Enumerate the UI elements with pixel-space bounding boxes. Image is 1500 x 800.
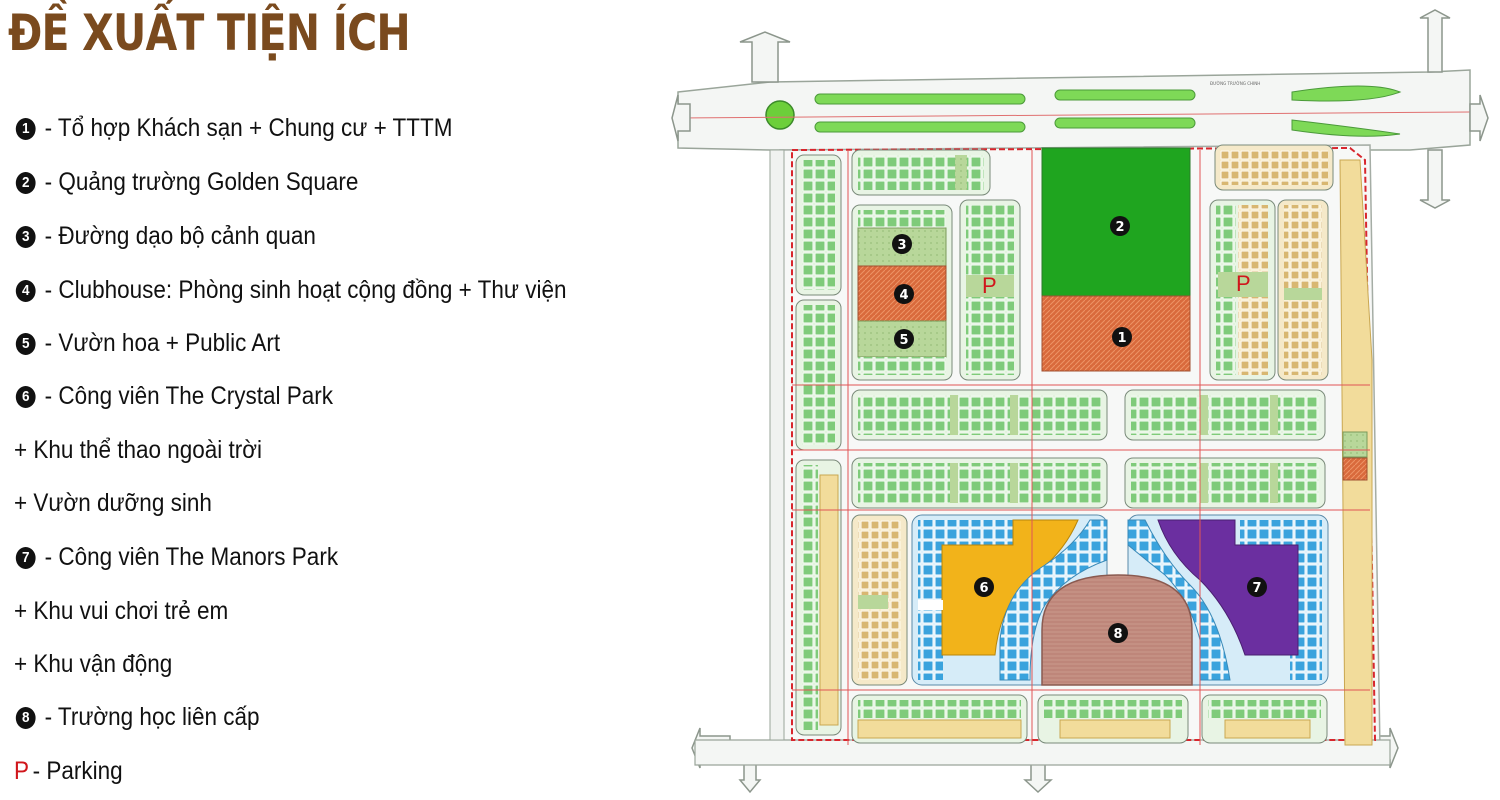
number-badge: 1	[15, 117, 36, 140]
svg-text:2: 2	[1115, 220, 1124, 235]
number-badge: 3	[15, 225, 36, 248]
map-markers: 1 2 3 4 5 6 7 8	[892, 216, 1267, 643]
number-badge: 4	[15, 279, 36, 302]
east-facility	[1342, 457, 1368, 481]
road-name-label: ĐƯỜNG TRƯỜNG CHINH	[1210, 81, 1260, 86]
svg-text:5: 5	[899, 333, 908, 348]
legend-text: + Khu vận động	[14, 650, 173, 678]
marker-4: 4	[894, 284, 914, 304]
number-badge: 8	[15, 706, 36, 729]
marker-6: 6	[974, 577, 994, 597]
legend-text: + Vườn dưỡng sinh	[14, 489, 212, 517]
svg-text:4: 4	[899, 288, 908, 303]
marker-8: 8	[1108, 623, 1128, 643]
top-road: ĐƯỜNG TRƯỜNG CHINH	[677, 69, 1471, 151]
legend-text: - Trường học liên cấp	[44, 703, 260, 731]
site-plan-map: ĐƯỜNG TRƯỜNG CHINH	[670, 0, 1500, 800]
south-housing	[851, 694, 1328, 744]
svg-text:1: 1	[1117, 331, 1126, 346]
page-title: ĐỀ XUẤT TIỆN ÍCH	[8, 4, 411, 62]
legend-text: - Tổ hợp Khách sạn + Chung cư + TTTM	[44, 114, 453, 142]
legend-item-7: 7 - Công viên The Manors Park	[14, 543, 338, 572]
west-housing	[795, 154, 842, 736]
legend-text: - Công viên The Manors Park	[44, 543, 339, 571]
internal-roads	[792, 150, 1370, 745]
north-housing	[851, 144, 1334, 196]
marker-1: 1	[1112, 327, 1132, 347]
legend-item-4: 4 - Clubhouse: Phòng sinh hoạt cộng đồng …	[14, 276, 566, 305]
parking-marker-west: P	[982, 273, 997, 298]
svg-text:6: 6	[979, 581, 988, 596]
legend: 1- Tổ hợp Khách sạn + Chung cư + TTTM 2-…	[0, 0, 680, 800]
legend-item-5: 5 - Vườn hoa + Public Art	[14, 329, 280, 358]
number-badge: 7	[15, 546, 36, 569]
svg-text:7: 7	[1252, 581, 1261, 596]
legend-subitem-garden: + Vườn dưỡng sinh	[14, 489, 212, 518]
number-badge: 5	[15, 332, 36, 355]
number-badge: 6	[15, 385, 36, 408]
east-walkway	[1342, 431, 1368, 458]
marker-5: 5	[894, 329, 914, 349]
legend-item-1: 1 - Tổ hợp Khách sạn + Chung cư + TTTM	[14, 114, 453, 143]
legend-item-2: 2 - Quảng trường Golden Square	[14, 168, 358, 197]
legend-text: - Quảng trường Golden Square	[44, 168, 359, 196]
legend-text: - Vườn hoa + Public Art	[44, 329, 281, 357]
legend-text: + Khu vui chơi trẻ em	[14, 597, 229, 625]
legend-item-6: 6 - Công viên The Crystal Park	[14, 382, 333, 411]
marker-2: 2	[1110, 216, 1130, 236]
legend-item-8: 8 - Trường học liên cấp	[14, 703, 260, 732]
northeast-housing	[1209, 199, 1329, 381]
parking-letter: P	[14, 757, 30, 785]
legend-text: + Khu thể thao ngoài trời	[14, 436, 263, 464]
svg-text:3: 3	[897, 238, 906, 253]
legend-subitem-exercise: + Khu vận động	[14, 650, 172, 679]
site-plan-svg: ĐƯỜNG TRƯỜNG CHINH	[671, 9, 1489, 794]
manors-park	[1157, 519, 1299, 656]
legend-subitem-playground: + Khu vui chơi trẻ em	[14, 597, 228, 626]
central-housing-rows	[851, 389, 1326, 509]
svg-text:8: 8	[1113, 627, 1122, 642]
legend-item-parking: P- Parking	[14, 757, 123, 786]
legend-text: - Công viên The Crystal Park	[44, 382, 334, 410]
marker-3: 3	[892, 234, 912, 254]
legend-text: - Parking	[32, 757, 123, 785]
marker-7: 7	[1247, 577, 1267, 597]
legend-text: - Đường dạo bộ cảnh quan	[44, 222, 316, 250]
legend-item-3: 3 - Đường dạo bộ cảnh quan	[14, 222, 316, 251]
legend-subitem-sports: + Khu thể thao ngoài trời	[14, 436, 262, 465]
legend-text: - Clubhouse: Phòng sinh hoạt cộng đồng +…	[44, 276, 567, 304]
number-badge: 2	[15, 171, 36, 194]
block-clubhouse	[851, 199, 1021, 381]
parking-marker-east: P	[1236, 271, 1251, 296]
